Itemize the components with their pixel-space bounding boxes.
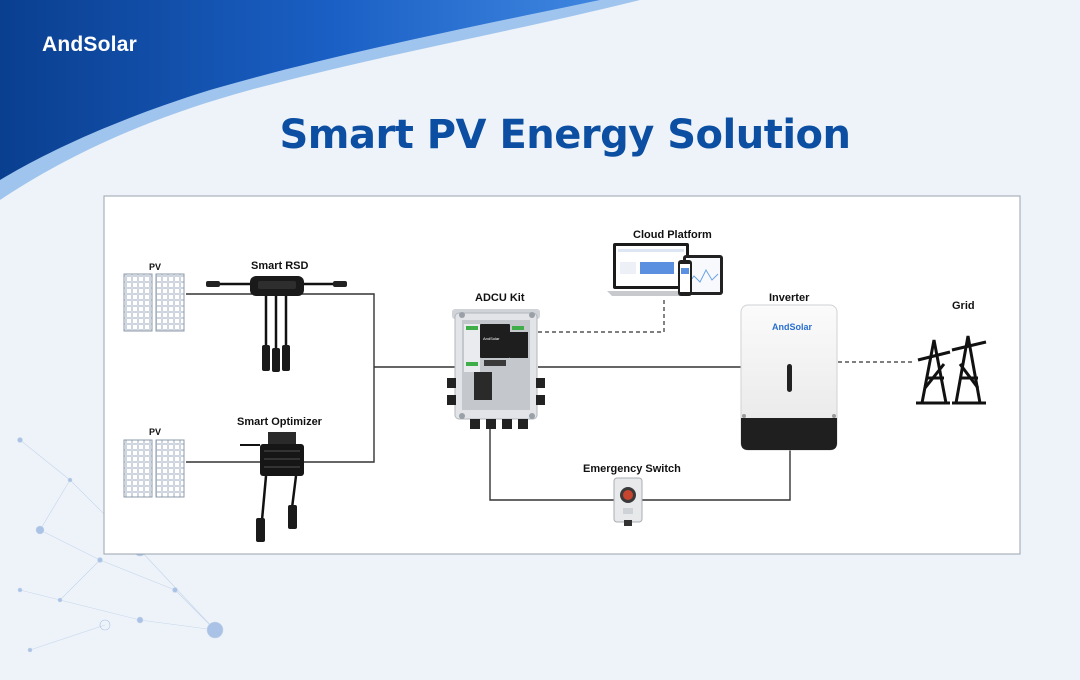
adcu-kit-device <box>447 309 545 429</box>
inverter-device <box>740 304 838 451</box>
label-inverter: Inverter <box>769 292 810 304</box>
pv-panels-top <box>123 273 185 332</box>
cloud-platform-devices <box>607 243 723 296</box>
label-smart-rsd: Smart RSD <box>251 260 309 272</box>
placeholder-box <box>200 358 216 369</box>
label-pv-top: PV <box>149 262 162 272</box>
label-cloud-platform: Cloud Platform <box>633 229 712 241</box>
header-wave <box>0 0 640 200</box>
adcu-brand-text: AndSolar <box>483 336 500 341</box>
pv-panels-bottom <box>123 439 185 498</box>
smart-rsd-device <box>206 276 347 372</box>
page-title: Smart PV Energy Solution <box>279 112 851 158</box>
label-grid: Grid <box>952 300 975 312</box>
label-smart-optimizer: Smart Optimizer <box>237 416 322 428</box>
smart-optimizer-device <box>240 432 304 542</box>
label-adcu-kit: ADCU Kit <box>475 292 525 304</box>
emergency-switch-device <box>613 477 643 526</box>
inverter-brand-text: AndSolar <box>772 322 813 332</box>
data-links <box>538 299 915 363</box>
label-pv-bottom: PV <box>149 427 162 437</box>
diagram-frame <box>103 195 1021 555</box>
label-emergency-switch: Emergency Switch <box>583 463 681 475</box>
grid-tower <box>916 335 987 405</box>
brand-logo: AndSolar <box>42 33 137 56</box>
